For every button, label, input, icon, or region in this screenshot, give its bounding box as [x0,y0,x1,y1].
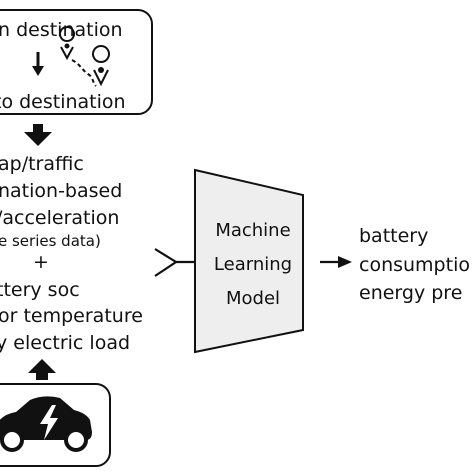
location-pin-icon [59,26,75,61]
inner-down-arrow-icon [32,52,44,76]
destination-box [0,9,153,115]
dashed-route [71,59,97,87]
output-arrow-icon [320,256,352,268]
destination-pin-icon [92,45,110,87]
time-series-note: e series data) [0,232,101,250]
down-arrow-icon [24,124,52,146]
merge-connector [154,248,194,277]
auxiliary-load-label: y electric load [0,332,131,354]
up-arrow-icon [28,359,56,380]
information-based-label: nation-based [0,180,123,202]
output-line-2: consumptio [359,254,470,276]
model-block [194,168,304,354]
motor-temperature-label: or temperature [0,305,143,327]
model-line-3: Model [225,288,281,309]
map-traffic-label: ap/traffic [0,153,84,175]
speed-acceleration-label: /acceleration [0,207,120,229]
battery-soc-label: ttery soc [0,279,80,301]
lightning-bolt-icon [40,405,58,440]
plus-sign: + [33,251,49,273]
output-line-1: battery [359,225,429,247]
output-line-3: energy pre [359,282,463,304]
origin-label: n destination [0,19,123,41]
model-line-1: Machine [215,220,291,241]
model-line-2: Learning [213,254,293,275]
route-label: to destination [0,91,126,113]
vehicle-box [0,383,111,467]
